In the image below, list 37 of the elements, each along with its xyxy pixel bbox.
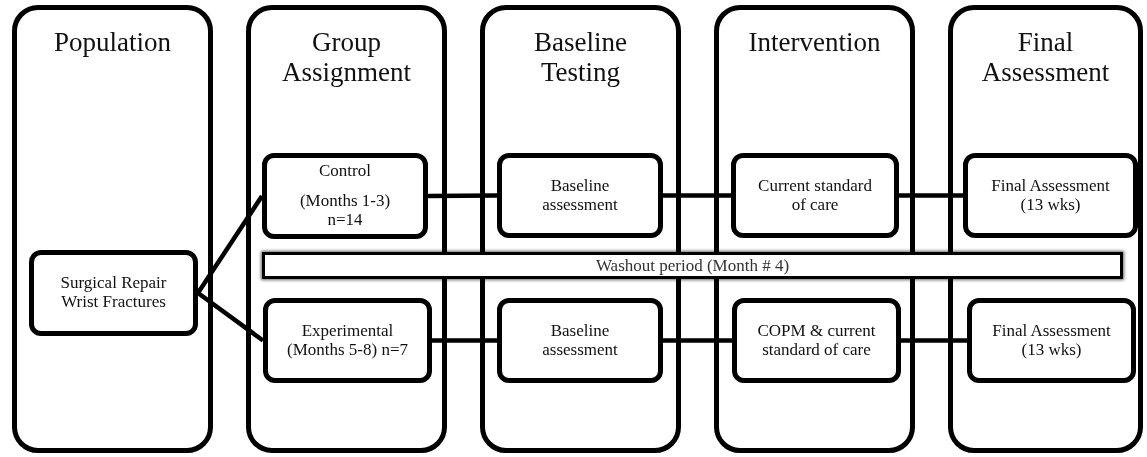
process-box xyxy=(263,298,432,383)
process-box xyxy=(262,153,428,239)
connector-line xyxy=(432,338,497,343)
band-label: Washout period (Month # 4) xyxy=(595,255,790,276)
stage-column xyxy=(246,5,447,453)
column-heading: Final Assessment xyxy=(980,28,1111,88)
process-box xyxy=(497,153,663,238)
box-label: Surgical Repair Wrist Fractures xyxy=(59,274,168,312)
box-label: Control xyxy=(319,162,371,182)
process-box xyxy=(731,153,899,238)
box-label: (Months 1-3) n=14 xyxy=(298,192,392,230)
process-box xyxy=(967,298,1136,383)
process-box xyxy=(732,298,901,383)
box-label: Baseline assessment xyxy=(541,321,619,360)
box-label: Baseline assessment xyxy=(541,176,619,215)
stage-column xyxy=(948,5,1143,453)
box-label: Experimental (Months 5-8) n=7 xyxy=(286,321,409,360)
connector-line xyxy=(663,338,732,343)
connector-line xyxy=(663,193,731,198)
box-label: Final Assessment (13 wks) xyxy=(990,176,1111,215)
process-box xyxy=(963,153,1138,238)
washout-band xyxy=(262,252,1123,279)
column-heading: Intervention xyxy=(747,28,882,58)
column-heading: Baseline Testing xyxy=(533,28,628,88)
box-label: Final Assessment (13 wks) xyxy=(991,321,1112,360)
connector-line xyxy=(428,193,497,199)
connector-line xyxy=(899,193,963,198)
column-heading: Population xyxy=(53,28,172,58)
box-label: Current standard of care xyxy=(757,176,873,215)
process-box xyxy=(497,298,663,383)
connector-line xyxy=(196,291,265,343)
connector-line xyxy=(196,194,264,295)
process-box xyxy=(29,250,198,336)
column-heading: Group Assignment xyxy=(281,28,412,88)
stage-column xyxy=(12,5,213,453)
box-label: COPM & current standard of care xyxy=(756,321,877,360)
connector-line xyxy=(901,338,967,343)
